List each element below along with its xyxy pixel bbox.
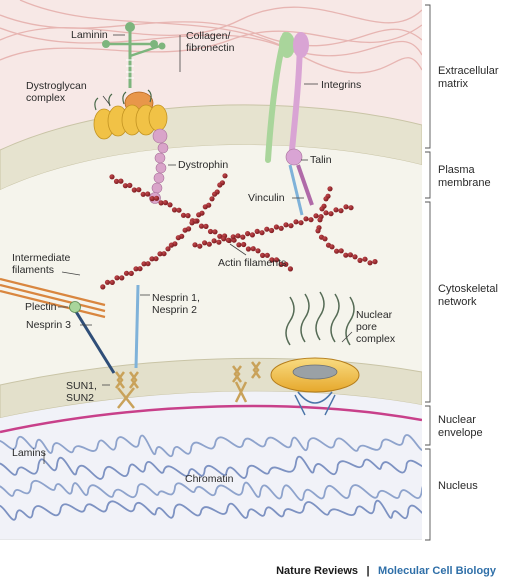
collagen-fibres xyxy=(0,0,422,74)
journal-credit: Nature Reviews | Molecular Cell Biology xyxy=(276,561,497,578)
label-collagen-line1: Collagen/ xyxy=(186,30,230,42)
region-label-membrane-line2: membrane xyxy=(438,177,491,189)
label-dystrophin: Dystrophin xyxy=(178,159,228,171)
credit-journal: Nature Reviews xyxy=(276,565,358,577)
region-label-nucleus: Nucleus xyxy=(438,480,478,492)
label-talin: Talin xyxy=(310,154,332,166)
diagram-labels: Laminin Collagen/ fibronectin Dystroglyc… xyxy=(12,29,396,485)
region-label-ecm-line2: matrix xyxy=(438,78,468,90)
leader-lines xyxy=(43,34,353,464)
label-intermediate-line2: filaments xyxy=(12,264,54,276)
region-brackets xyxy=(425,4,431,541)
label-nesprin12-line2: Nesprin 2 xyxy=(152,304,197,316)
label-collagen-line2: fibronectin xyxy=(186,42,235,54)
region-label-envelope-line1: Nuclear xyxy=(438,414,476,426)
label-plectin: Plectin xyxy=(25,301,57,313)
label-nesprin12-line1: Nesprin 1, xyxy=(152,292,200,304)
region-label-cytoskeleton-line1: Cytoskeletal xyxy=(438,283,498,295)
label-actin-filaments: Actin filaments xyxy=(218,257,286,269)
nuclear-lamina xyxy=(0,404,422,434)
credit-section: Molecular Cell Biology xyxy=(378,565,497,577)
nesprin-1-2 xyxy=(134,284,140,369)
credit-separator: | xyxy=(367,565,370,577)
nuclear-pore-complex xyxy=(270,291,360,416)
label-dystroglycan-line2: complex xyxy=(26,92,66,104)
integrin-dimer xyxy=(265,32,314,216)
intermediate-filaments xyxy=(0,277,106,319)
region-labels: Extracellular matrix Plasma membrane Cyt… xyxy=(438,65,499,492)
chromatin-loops xyxy=(0,434,422,521)
region-label-ecm-line1: Extracellular xyxy=(438,65,499,77)
cell-regions xyxy=(0,0,422,540)
label-nuclear-pore-line1: Nuclear xyxy=(356,309,393,321)
svg-text:Nature Reviews | M: Nature Reviews | Molecular Cell Biology xyxy=(276,561,497,578)
label-laminin: Laminin xyxy=(71,29,108,41)
label-nuclear-pore-line3: complex xyxy=(356,333,396,345)
sun-proteins xyxy=(115,361,261,409)
label-dystroglycan-line1: Dystroglycan xyxy=(26,80,87,92)
label-nesprin3: Nesprin 3 xyxy=(26,319,71,331)
label-sun-line1: SUN1, xyxy=(66,380,97,392)
label-nuclear-pore-line2: pore xyxy=(356,321,377,333)
label-vinculin: Vinculin xyxy=(248,192,285,204)
dystroglycan-complex xyxy=(93,89,168,140)
label-chromatin: Chromatin xyxy=(185,473,234,485)
region-label-membrane-line1: Plasma xyxy=(438,164,476,176)
label-integrins: Integrins xyxy=(321,79,361,91)
region-label-cytoskeleton-line2: network xyxy=(438,296,477,308)
label-sun-line2: SUN2 xyxy=(66,392,94,404)
laminin-molecule xyxy=(102,22,166,88)
region-label-envelope-line2: envelope xyxy=(438,427,483,439)
actin-filaments xyxy=(100,173,378,290)
label-intermediate-line1: Intermediate xyxy=(12,252,71,264)
plectin-nesprin3 xyxy=(69,301,116,374)
dystrophin-protein xyxy=(149,128,169,204)
label-lamins: Lamins xyxy=(12,447,46,459)
